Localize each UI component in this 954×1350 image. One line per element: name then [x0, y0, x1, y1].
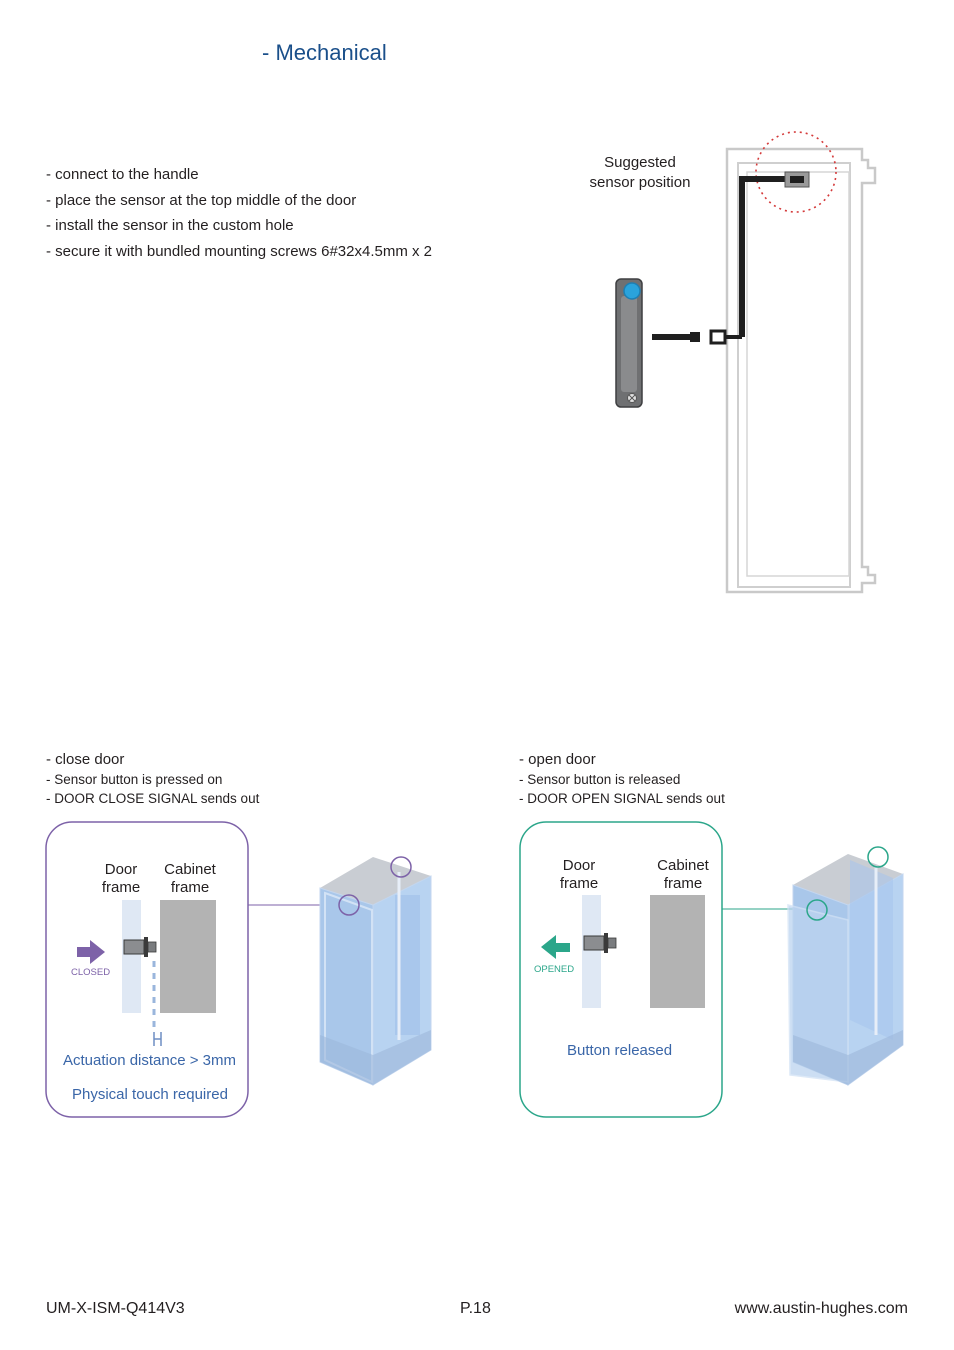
physical-touch-caption: Physical touch required [72, 1086, 228, 1103]
opened-state-label: OPENED [534, 964, 575, 975]
close-door-heading: - close door [46, 751, 125, 768]
install-step: - connect to the handle [46, 166, 199, 183]
sensor-position-callout: Suggested sensor position [589, 154, 691, 191]
close-door-notes: - Sensor button is pressed on - DOOR CLO… [46, 772, 260, 806]
open-door-heading: - open door [519, 751, 596, 768]
install-step: - install the sensor in the custom hole [46, 217, 294, 235]
door-installation-illustration [615, 131, 877, 594]
install-steps: - connect to the handle - place the sens… [46, 162, 432, 265]
door-frame-label: Door frame [101, 861, 141, 896]
closed-state-label: CLOSED [71, 967, 111, 978]
install-step: - place the sensor at the top middle of … [46, 191, 357, 209]
actuation-distance-caption: Actuation distance > 3mm [63, 1052, 237, 1069]
page-title: - Mechanical [262, 40, 387, 65]
cabinet-frame-label: Cabinet frame [657, 857, 709, 892]
footer-doc-id: UM-X-ISM-Q414V3 [46, 1300, 185, 1317]
install-step: - secure it with bundled mounting screws… [46, 243, 433, 261]
open-door-notes: - Sensor button is released - DOOR OPEN … [519, 772, 725, 806]
button-released-caption: Button released [567, 1042, 673, 1059]
cabinet-frame-label: Cabinet frame [164, 861, 216, 896]
footer-website-link[interactable]: www.austin-hughes.com [734, 1300, 908, 1317]
footer-page-number: P.18 [460, 1300, 491, 1317]
door-frame-label: Door frame [559, 857, 599, 892]
